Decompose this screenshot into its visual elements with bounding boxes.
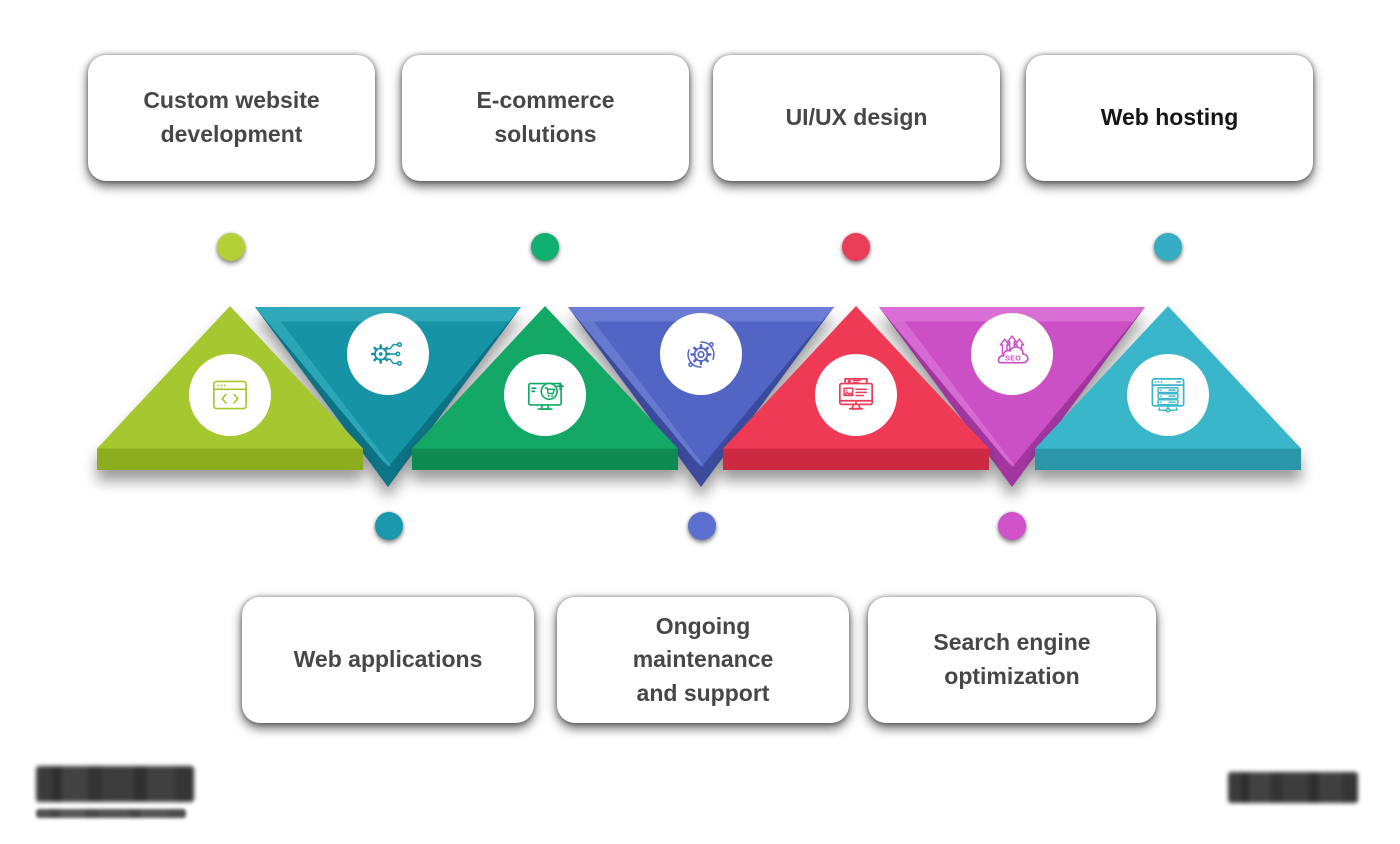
- card-label: Custom website development: [143, 87, 320, 147]
- card-label: Web hosting: [1100, 104, 1239, 131]
- card-ecommerce-solutions: E-commerce solutions: [402, 55, 689, 181]
- seo-label: SEO: [1005, 354, 1021, 362]
- card-uiux-design: UI/UX design: [713, 55, 1000, 181]
- connector-dot-ecommerce: [531, 233, 559, 261]
- card-custom-website-development: Custom website development: [88, 55, 375, 181]
- seo-cloud-icon: SEO: [971, 313, 1053, 395]
- card-label: Search engine optimization: [933, 629, 1091, 689]
- connector-dot-web-applications: [375, 512, 403, 540]
- card-label: Web applications: [293, 646, 483, 673]
- card-web-hosting: Web hosting: [1026, 55, 1313, 181]
- card-search-engine-optimization: Search engine optimization: [868, 597, 1156, 723]
- connector-dot-web-hosting: [1154, 233, 1182, 261]
- brand-logo-left: [36, 766, 194, 818]
- triangle-web-hosting: [1035, 306, 1301, 470]
- brand-logo-wordmark: [36, 766, 194, 802]
- triangle-ecommerce-solutions: [412, 306, 678, 470]
- card-label: UI/UX design: [785, 104, 928, 131]
- triangle-custom-website-development: [97, 306, 363, 470]
- brand-logo-tagline: [36, 809, 186, 818]
- card-ongoing-maintenance-support: Ongoing maintenance and support: [557, 597, 849, 723]
- gear-circuit-icon: [347, 313, 429, 395]
- triangle-uiux-design: [723, 306, 989, 470]
- brand-logo-wordmark: [1228, 772, 1358, 803]
- monitor-cart-icon: [504, 354, 586, 436]
- brand-logo-right: [1228, 772, 1358, 803]
- connector-dot-uiux: [842, 233, 870, 261]
- connector-dot-maintenance: [688, 512, 716, 540]
- browser-code-icon: [189, 354, 271, 436]
- browser-server-icon: [1127, 354, 1209, 436]
- connector-dot-custom-website: [217, 233, 245, 261]
- monitor-design-icon: [815, 354, 897, 436]
- card-web-applications: Web applications: [242, 597, 534, 723]
- card-label: Ongoing maintenance and support: [632, 612, 774, 706]
- gear-orbit-icon: [660, 313, 742, 395]
- card-label: E-commerce solutions: [476, 87, 615, 147]
- connector-dot-seo: [998, 512, 1026, 540]
